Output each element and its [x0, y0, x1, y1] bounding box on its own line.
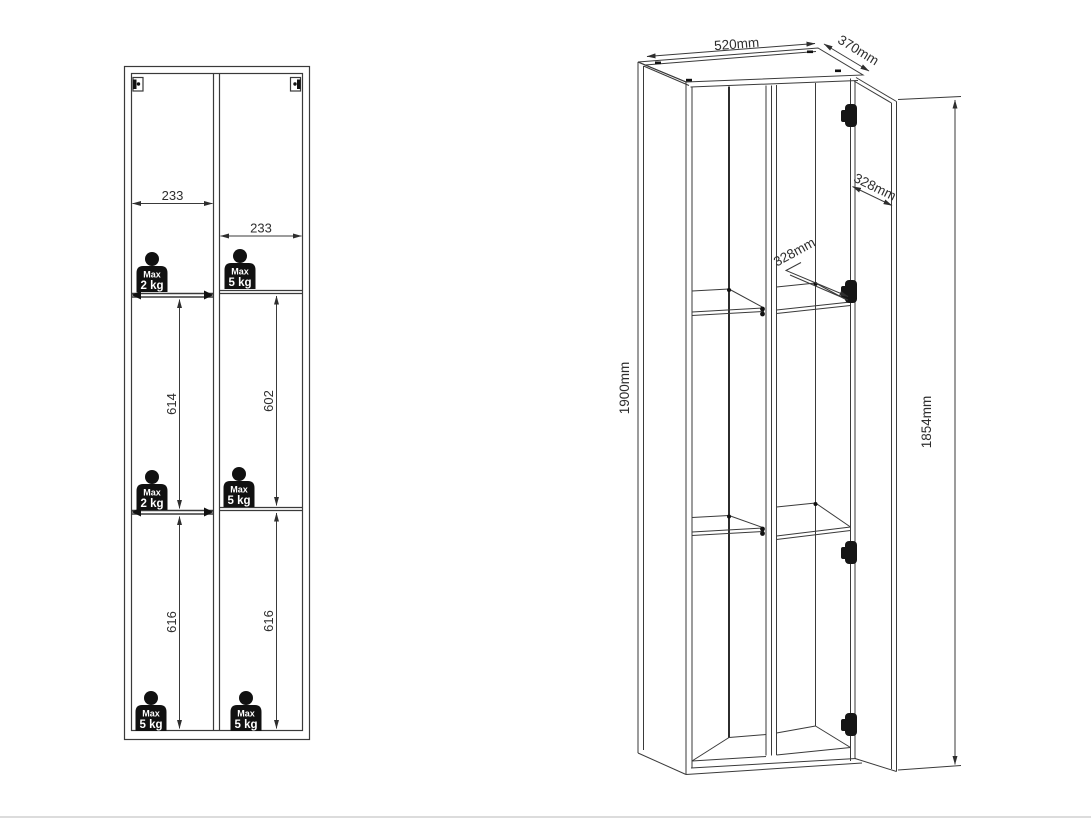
door-hinges: [841, 104, 857, 736]
max-load-icon-top-left: Max 2 kg: [136, 252, 168, 292]
dim-bottom-left-label: 616: [164, 611, 179, 633]
hinge-lower-middle: [841, 541, 857, 564]
svg-text:Max: Max: [231, 267, 249, 277]
svg-text:Max: Max: [143, 488, 161, 498]
svg-text:5 kg: 5 kg: [234, 719, 257, 731]
max-load-icon-bottom-left: Max 5 kg: [135, 691, 167, 731]
dim-bottom-right-label: 616: [261, 610, 276, 632]
shelf-right-top: [219, 289, 303, 295]
max-load-icon-top-right: Max 5 kg: [224, 249, 256, 289]
svg-text:Max: Max: [237, 709, 255, 719]
iso-view-drawing: 520mm 370mm 1900mm 1854mm 328mm 328mm: [617, 32, 962, 775]
iso-shelf-left-lower: [691, 514, 765, 536]
max-load-icon-mid-right: Max 5 kg: [223, 467, 255, 507]
max-load-icon-bottom-right: Max 5 kg: [230, 691, 262, 731]
svg-text:5 kg: 5 kg: [139, 719, 162, 731]
hinge-upper-middle: [841, 280, 857, 303]
iso-dimensions: [646, 41, 962, 771]
svg-text:5 kg: 5 kg: [227, 495, 250, 507]
hinge-bottom: [841, 713, 857, 736]
iso-shelf-right-upper: [776, 282, 851, 314]
front-dimensions: [132, 201, 302, 729]
hinge-top: [841, 104, 857, 127]
iso-shelf-right-lower: [776, 502, 851, 540]
wall-bracket-left: [132, 76, 144, 92]
dim-width-right-label: 233: [250, 221, 272, 236]
dim-height-label: 1900mm: [617, 362, 632, 415]
dim-mid-right-label: 602: [261, 390, 276, 412]
max-load-icon-mid-left: Max 2 kg: [136, 470, 168, 510]
page-bottom-border: [0, 816, 1091, 818]
dim-shelf-depth-label: 328mm: [771, 235, 818, 270]
iso-shelf-left-upper: [691, 288, 765, 317]
front-view-drawing: 233 233 614 616 602 616 Max 2 kg Max 5 k…: [123, 65, 311, 741]
svg-text:Max: Max: [230, 485, 248, 495]
dim-width-left-label: 233: [162, 188, 184, 203]
dim-door-height-label: 1854mm: [919, 396, 934, 449]
wall-bracket-right: [289, 76, 302, 92]
svg-text:Max: Max: [143, 270, 161, 280]
dim-mid-left-label: 614: [164, 393, 179, 415]
svg-text:5 kg: 5 kg: [228, 277, 251, 289]
svg-text:2 kg: 2 kg: [140, 498, 163, 510]
svg-text:Max: Max: [142, 709, 160, 719]
dim-width-label: 520mm: [714, 35, 760, 53]
iso-open-door: [853, 77, 897, 772]
iso-carcass: [637, 47, 865, 775]
shelf-left-top: [131, 290, 214, 300]
front-carcass-frame: [123, 65, 311, 741]
svg-text:2 kg: 2 kg: [140, 280, 163, 292]
shelf-right-bottom: [219, 506, 303, 512]
